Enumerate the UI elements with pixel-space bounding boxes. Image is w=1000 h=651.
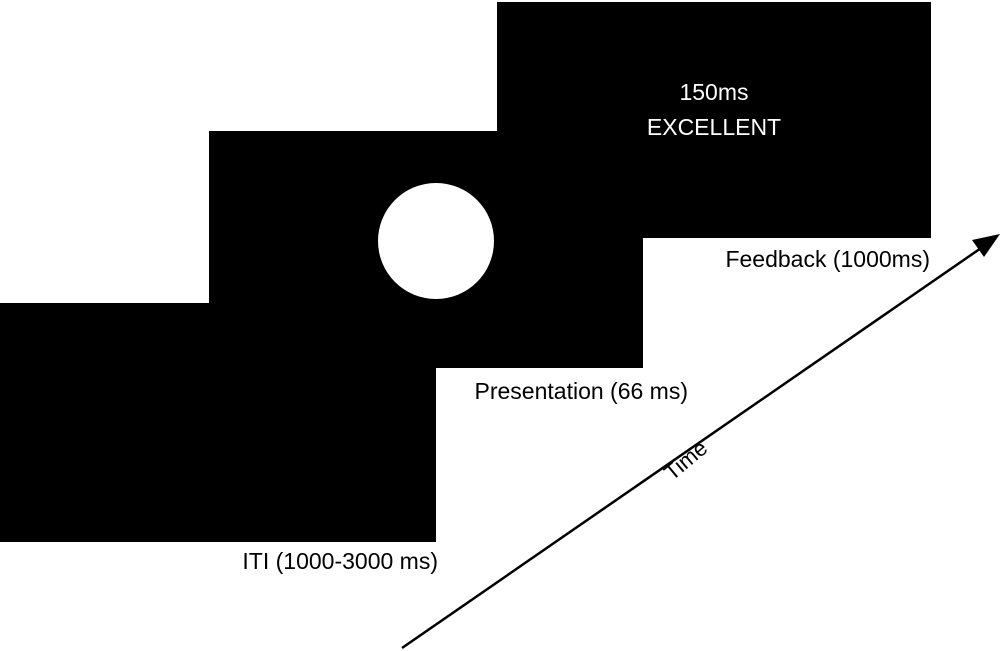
time-arrow-head <box>972 234 1000 257</box>
feedback-rt-text: 150ms <box>679 79 749 105</box>
feedback-rating-text: EXCELLENT <box>646 114 782 140</box>
feedback-screen <box>497 2 931 238</box>
time-arrow-line <box>401 244 985 650</box>
stimulus-circle <box>378 183 494 299</box>
iti-label: ITI (1000-3000 ms) <box>242 548 438 574</box>
presentation-label: Presentation (66 ms) <box>474 378 688 404</box>
feedback-label: Feedback (1000ms) <box>725 246 930 272</box>
